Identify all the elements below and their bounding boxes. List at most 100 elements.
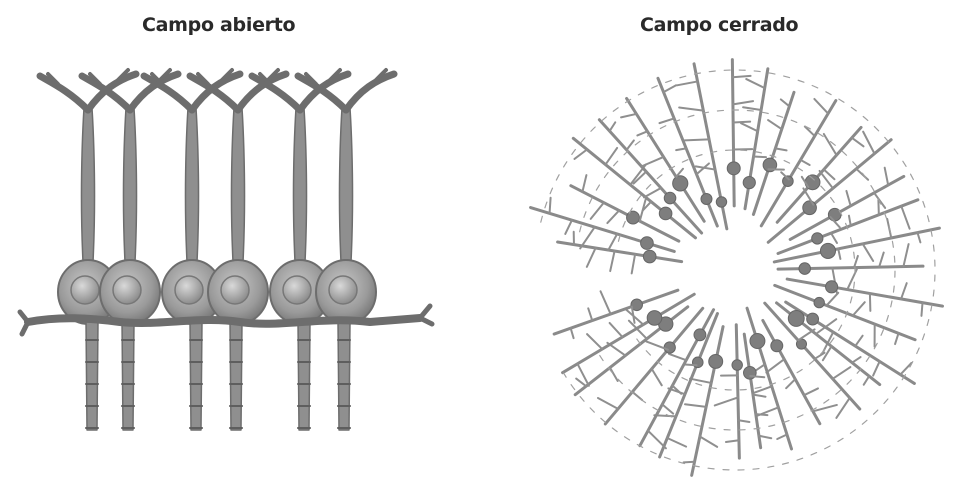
- dendrite-branch: [820, 171, 833, 188]
- axon: [86, 322, 98, 430]
- dendrite-branch: [662, 404, 673, 413]
- apical-dendrite: [123, 108, 136, 262]
- radial-dendrite: [692, 327, 723, 476]
- axon: [338, 322, 350, 430]
- soma: [799, 263, 811, 275]
- dendrite-branch: [606, 148, 618, 165]
- soma: [664, 192, 676, 204]
- dendrite-branch: [756, 414, 768, 415]
- nucleus: [71, 276, 99, 304]
- dendrite-branch: [781, 99, 790, 106]
- radial-dendrite: [627, 98, 705, 221]
- dendrite-branch: [627, 140, 634, 150]
- dendrite-branch: [598, 398, 618, 409]
- dendrite-branch: [775, 148, 786, 150]
- nucleus: [283, 276, 311, 304]
- dendrite-branch: [917, 233, 920, 243]
- apical-dendrite: [231, 108, 244, 262]
- radial-neuron: [768, 132, 891, 243]
- soma: [814, 297, 824, 307]
- dendrite-branch: [903, 244, 908, 266]
- dendrite-branch: [901, 283, 907, 299]
- axon: [230, 322, 242, 430]
- dendrite-branch: [587, 334, 602, 349]
- soma: [694, 329, 706, 341]
- radial-dendrite: [563, 294, 695, 372]
- dendrite-branch: [852, 357, 861, 363]
- neuron: [144, 70, 240, 430]
- dendrite-branch: [601, 291, 611, 314]
- radial-neuron: [658, 78, 717, 226]
- dendrite-branch: [591, 203, 604, 219]
- dendrite-branch: [768, 120, 782, 129]
- dendrite-branch: [863, 132, 874, 154]
- dendrite-branch: [659, 118, 674, 123]
- dendrite-branch: [833, 367, 851, 379]
- dendrite-branch: [608, 234, 617, 251]
- dendrite-branch: [766, 359, 784, 372]
- dendrite-branch: [921, 303, 922, 316]
- dendrite-branch: [577, 364, 588, 386]
- radial-dendrite: [558, 242, 682, 262]
- dendrite-branch: [738, 420, 749, 422]
- dendrite-branch: [642, 157, 663, 166]
- apical-dendrite: [81, 108, 94, 262]
- radial-dendrite: [736, 325, 739, 458]
- dendrite-branch: [726, 440, 739, 442]
- soma: [647, 311, 662, 326]
- soma: [750, 334, 765, 349]
- dendrite-branch: [648, 431, 666, 449]
- soma: [627, 211, 640, 224]
- dendrite-branch: [582, 175, 586, 192]
- axon: [298, 322, 310, 430]
- dendrite-branch: [677, 81, 697, 85]
- dendrite-branch: [676, 148, 686, 150]
- dendrite-branch: [565, 220, 572, 234]
- dendrite-branch: [679, 108, 703, 111]
- soma: [659, 207, 672, 220]
- dendrite-branch: [667, 438, 686, 447]
- dendrite-branch: [815, 353, 825, 359]
- apical-dendrite: [293, 108, 306, 262]
- dendrite-branch: [855, 336, 862, 346]
- dendrite-branch: [715, 397, 738, 405]
- dendrite-branch: [610, 368, 618, 381]
- soma: [803, 201, 817, 215]
- axon: [190, 322, 202, 430]
- dendrite-branch: [901, 206, 909, 229]
- soma: [812, 233, 823, 244]
- neuron: [298, 70, 394, 430]
- closed-field-neurons-icon: [531, 60, 943, 476]
- dendrite-branch: [798, 329, 814, 340]
- dendrite-branch: [685, 139, 709, 140]
- dendrite-branch: [685, 404, 706, 407]
- dendrite-branch: [632, 254, 635, 273]
- dendrite-branch: [610, 251, 614, 271]
- radial-dendrite: [768, 140, 891, 243]
- soma: [826, 281, 838, 293]
- nucleus: [113, 276, 141, 304]
- dendrite-branch: [746, 79, 764, 88]
- dendrite-branch: [754, 156, 766, 157]
- dendrite-branch: [801, 160, 810, 165]
- radial-neuron: [778, 244, 923, 293]
- axon: [122, 322, 134, 430]
- nucleus: [329, 276, 357, 304]
- soma: [727, 162, 740, 175]
- soma: [771, 340, 783, 352]
- radial-neuron: [774, 219, 939, 262]
- dendrite-branch: [700, 437, 717, 447]
- dendrite-branch: [873, 361, 879, 375]
- dendrite-branch: [621, 114, 636, 117]
- dendrite-branch: [607, 210, 619, 223]
- dendrite-branch: [786, 379, 795, 388]
- dendrite-branch: [610, 323, 623, 337]
- soma: [643, 250, 656, 263]
- open-field-neurons-icon: [20, 70, 432, 430]
- dendrite-tuft: [40, 76, 88, 110]
- radial-neuron: [787, 269, 942, 316]
- dendrite-branch: [669, 354, 686, 360]
- dendrite-branch: [900, 363, 911, 375]
- dendrite-branch: [684, 462, 695, 463]
